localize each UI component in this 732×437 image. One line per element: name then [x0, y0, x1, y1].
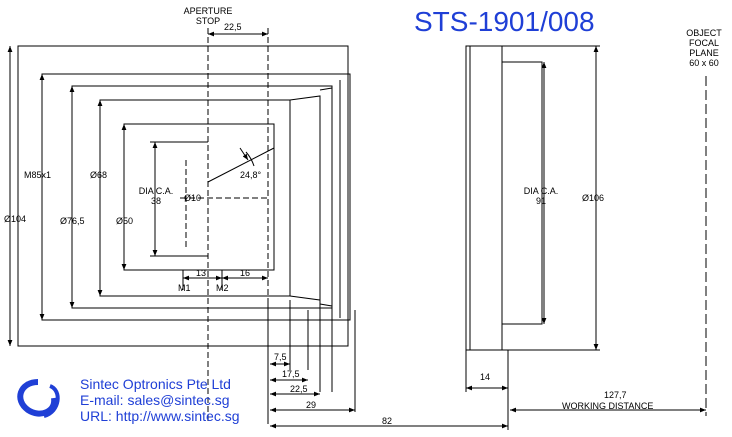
thread-label: M85x1 [24, 170, 52, 180]
company-name: Sintec Optronics Pte Ltd [80, 376, 231, 392]
dim-29-label: 29 [306, 400, 317, 410]
dim-d50-label: Ø50 [116, 216, 134, 226]
front-lens-right [319, 87, 333, 307]
angle-label: 24,8° [240, 170, 262, 180]
right-lens-body [465, 45, 503, 351]
dim-d76-label: Ø76,5 [60, 216, 85, 226]
drawing-title: STS-1901/008 [414, 6, 595, 37]
m1-len-label: 13 [196, 268, 207, 278]
front-lens-left [289, 95, 321, 301]
m1-label: M1 [178, 283, 191, 293]
dia-ca-38-label: DIA C.A.38 [138, 186, 174, 206]
dim-d10-label: Ø10 [184, 193, 202, 203]
sintec-swirl-logo-icon [17, 379, 60, 418]
dim-d104-label: Ø104 [4, 214, 27, 224]
dim-d68-label: Ø68 [90, 170, 108, 180]
chief-ray [207, 147, 275, 183]
housing-outer [17, 45, 349, 347]
dia-ca-91-label: DIA C.A.91 [523, 186, 559, 206]
dim-17-5-label: 17,5 [282, 369, 300, 379]
dim-82-label: 82 [382, 416, 393, 426]
dim-22-5-label: 22,5 [290, 384, 308, 394]
angle-pointer [239, 147, 249, 161]
m2-len-label: 16 [240, 268, 251, 278]
dim-d106-label: Ø106 [582, 193, 605, 203]
company-block: Sintec Optronics Pte Ltd E-mail: sales@s… [80, 376, 240, 424]
dim-127-7-label: 127,7 [604, 390, 627, 400]
dim-14-label: 14 [480, 372, 491, 382]
angle-arc [245, 151, 255, 167]
aperture-gap: 22,5 [224, 22, 242, 32]
dim-7-5-label: 7,5 [274, 352, 287, 362]
m2-label: M2 [216, 283, 229, 293]
working-distance-label: WORKING DISTANCE [562, 401, 654, 411]
company-url[interactable]: URL: http://www.sintec.sg [80, 408, 240, 424]
company-email[interactable]: E-mail: sales@sintec.sg [80, 392, 230, 408]
